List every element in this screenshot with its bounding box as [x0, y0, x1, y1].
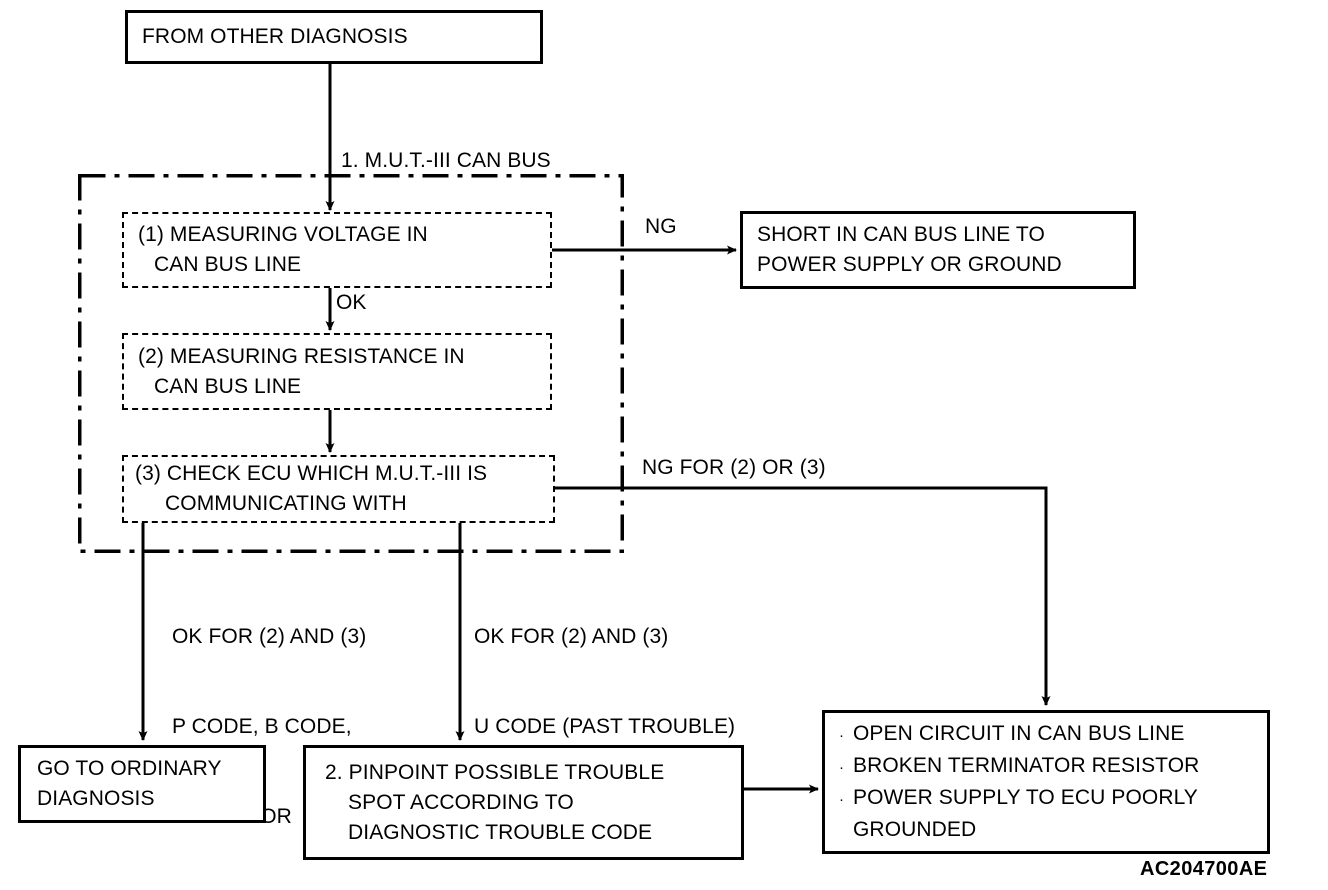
- causes-bullet-2-row: · BROKEN TERMINATOR RESISTOR: [825, 751, 1267, 783]
- causes-bullet-3-text: POWER SUPPLY TO ECU POORLY: [853, 786, 1198, 809]
- node-short-line2: POWER SUPPLY OR GROUND: [757, 253, 1062, 276]
- node-go-to-ordinary-diagnosis[interactable]: GO TO ORDINARY DIAGNOSIS: [18, 745, 266, 823]
- edge-label-ok-left-line2: P CODE, B CODE,: [172, 715, 352, 738]
- node-check-2-measuring-resistance[interactable]: (2) MEASURING RESISTANCE IN CAN BUS LINE: [122, 333, 552, 410]
- causes-bullet-3-continuation: GROUNDED: [853, 818, 977, 841]
- causes-bullet-1-text: OPEN CIRCUIT IN CAN BUS LINE: [853, 722, 1185, 745]
- node-possible-causes[interactable]: · OPEN CIRCUIT IN CAN BUS LINE · BROKEN …: [822, 710, 1270, 854]
- node-pinpoint-line2: SPOT ACCORDING TO: [348, 790, 574, 814]
- node-pinpoint-trouble-spot[interactable]: 2. PINPOINT POSSIBLE TROUBLE SPOT ACCORD…: [303, 745, 744, 860]
- node-short-line1: SHORT IN CAN BUS LINE TO: [757, 223, 1045, 246]
- reference-code: AC204700AE: [1140, 858, 1268, 880]
- group-dashdot-border: [77, 173, 625, 554]
- causes-bullet-1-row: · OPEN CIRCUIT IN CAN BUS LINE: [825, 719, 1267, 751]
- edge-label-step1-line1: 1. M.U.T.-III CAN BUS: [341, 149, 551, 172]
- edge-label-ok-left-line1: OK FOR (2) AND (3): [172, 625, 367, 648]
- node-pinpoint-line3: DIAGNOSTIC TROUBLE CODE: [348, 820, 653, 844]
- bullet-icon: ·: [839, 727, 845, 744]
- node-check-3-line1: (3) CHECK ECU WHICH M.U.T.-III IS: [135, 462, 488, 485]
- node-check-1-line2: CAN BUS LINE: [154, 253, 302, 276]
- edge-label-ok-left-branch: OK FOR (2) AND (3) P CODE, B CODE, C COD…: [172, 562, 371, 890]
- causes-bullet-3-row: · POWER SUPPLY TO ECU POORLY: [825, 783, 1267, 815]
- mut3-diagnostics-group: [77, 173, 625, 554]
- bullet-icon: ·: [839, 791, 845, 808]
- causes-bullet-2-text: BROKEN TERMINATOR RESISTOR: [853, 754, 1200, 777]
- node-check-3-line2: COMMUNICATING WITH: [165, 492, 407, 515]
- node-pinpoint-line1: 2. PINPOINT POSSIBLE TROUBLE: [325, 760, 665, 784]
- node-check-1-measuring-voltage[interactable]: (1) MEASURING VOLTAGE IN CAN BUS LINE: [122, 212, 552, 288]
- node-check-1-line1: (1) MEASURING VOLTAGE IN: [138, 223, 428, 246]
- edge-label-ok-mid-line2: U CODE (PAST TROUBLE): [474, 715, 736, 738]
- edge-label-step1: 1. M.U.T.-III CAN BUS DIAGNOSTICS: [341, 86, 551, 326]
- node-short-in-can-bus-line[interactable]: SHORT IN CAN BUS LINE TO POWER SUPPLY OR…: [740, 211, 1136, 289]
- edge-label-ok-1-to-2: OK: [336, 291, 367, 314]
- edge-label-ng-for-2-or-3: NG FOR (2) OR (3): [642, 456, 826, 479]
- node-check-2-line1: (2) MEASURING RESISTANCE IN: [138, 344, 465, 368]
- edge-label-ok-mid-line1: OK FOR (2) AND (3): [474, 625, 669, 648]
- node-from-other-diagnosis-text: FROM OTHER DIAGNOSIS: [142, 25, 408, 48]
- node-check-2-line2: CAN BUS LINE: [154, 374, 302, 398]
- node-from-other-diagnosis[interactable]: FROM OTHER DIAGNOSIS: [125, 10, 543, 64]
- node-ordinary-line2: DIAGNOSIS: [37, 787, 155, 810]
- node-check-3-check-ecu[interactable]: (3) CHECK ECU WHICH M.U.T.-III IS COMMUN…: [122, 455, 555, 523]
- edge-label-ng: NG: [645, 215, 677, 238]
- node-ordinary-line1: GO TO ORDINARY: [37, 757, 222, 780]
- bullet-icon: ·: [839, 759, 845, 776]
- edge-label-ok-mid-branch: OK FOR (2) AND (3) U CODE (PAST TROUBLE): [474, 562, 735, 802]
